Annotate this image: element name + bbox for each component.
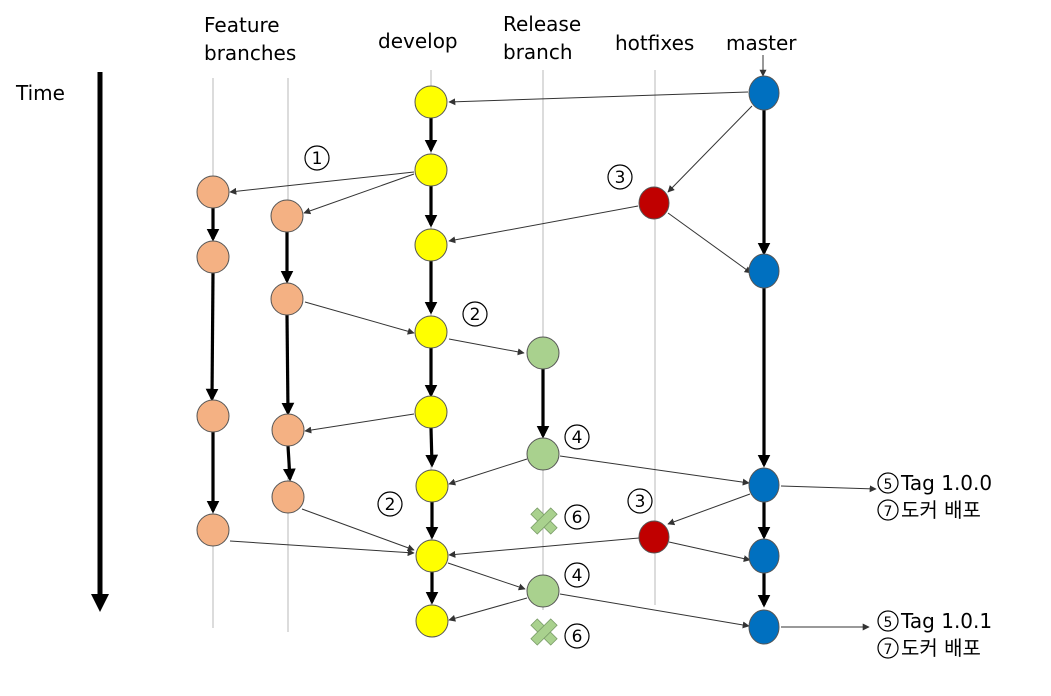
master-commit	[748, 467, 780, 503]
develop-header: develop	[378, 29, 458, 53]
svg-text:2: 2	[385, 495, 396, 515]
svg-text:3: 3	[635, 492, 646, 512]
develop-commit	[415, 604, 449, 638]
hotfix-commits	[638, 186, 670, 554]
feature-header-line2: branches	[204, 41, 296, 65]
feature-commits	[196, 175, 305, 547]
step-marker-3: 3	[627, 488, 653, 514]
release-annotation-1: 5 Tag 1.0.0 7 도커 배포	[877, 471, 992, 522]
feature-commit	[196, 399, 230, 433]
release-commit	[526, 437, 560, 471]
svg-text:7: 7	[884, 642, 893, 658]
develop-commits	[414, 85, 449, 638]
svg-text:6: 6	[572, 627, 583, 647]
tag-label: Tag 1.0.0	[900, 471, 992, 495]
thick-arrows	[205, 110, 771, 608]
step-marker-2: 2	[462, 301, 488, 327]
master-commit	[748, 75, 780, 111]
tag-label: Tag 1.0.1	[900, 609, 992, 633]
feature-commit	[271, 413, 305, 447]
thin-arrows	[229, 91, 877, 631]
release-commit	[526, 574, 560, 608]
step-marker-2: 2	[377, 491, 403, 517]
feature-commit	[270, 199, 304, 233]
master-commit	[748, 538, 780, 574]
release-commit	[526, 336, 560, 370]
hotfixes-header: hotfixes	[615, 31, 694, 55]
hotfix-commit	[638, 186, 670, 220]
develop-commit	[414, 153, 448, 187]
time-arrow	[91, 72, 109, 612]
feature-commit	[196, 240, 230, 274]
hotfix-commit	[638, 520, 670, 554]
master-commit	[748, 253, 780, 289]
release-header-line1: Release	[503, 12, 581, 36]
svg-text:2: 2	[470, 305, 481, 325]
feature-commit	[271, 480, 305, 514]
release-header-line2: branch	[503, 40, 573, 64]
develop-commit	[414, 395, 448, 429]
develop-commit	[414, 315, 448, 349]
svg-text:7: 7	[884, 504, 893, 520]
column-headers: Feature branches develop Release branch …	[15, 12, 797, 105]
feature-commit	[196, 175, 230, 209]
step-marker-4: 4	[564, 562, 590, 588]
time-label: Time	[15, 81, 65, 105]
release-annotation-2: 5 Tag 1.0.1 7 도커 배포	[877, 609, 992, 660]
cross-icon	[530, 507, 558, 535]
svg-text:3: 3	[615, 168, 626, 188]
step-marker-4: 4	[564, 424, 590, 450]
release-commits	[526, 336, 560, 608]
svg-text:6: 6	[572, 508, 583, 528]
cross-icon	[530, 618, 558, 646]
deploy-label: 도커 배포	[901, 498, 981, 522]
step-marker-3: 3	[607, 164, 633, 190]
step-marker-1: 1	[304, 145, 330, 171]
develop-commit	[414, 85, 448, 119]
step-marker-6: 6	[564, 504, 590, 530]
svg-text:5: 5	[884, 477, 893, 493]
svg-text:4: 4	[572, 428, 583, 448]
develop-commit	[415, 469, 449, 503]
svg-text:5: 5	[884, 615, 893, 631]
master-commit	[748, 609, 780, 645]
feature-commit	[270, 282, 304, 316]
deploy-label: 도커 배포	[901, 636, 981, 660]
develop-commit	[415, 539, 449, 573]
feature-commit	[196, 513, 230, 547]
svg-text:1: 1	[312, 149, 323, 169]
master-header: master	[726, 31, 797, 55]
feature-header-line1: Feature	[204, 13, 280, 37]
step-marker-6: 6	[564, 623, 590, 649]
master-commits	[748, 75, 780, 645]
svg-text:4: 4	[572, 566, 583, 586]
develop-commit	[414, 228, 448, 262]
